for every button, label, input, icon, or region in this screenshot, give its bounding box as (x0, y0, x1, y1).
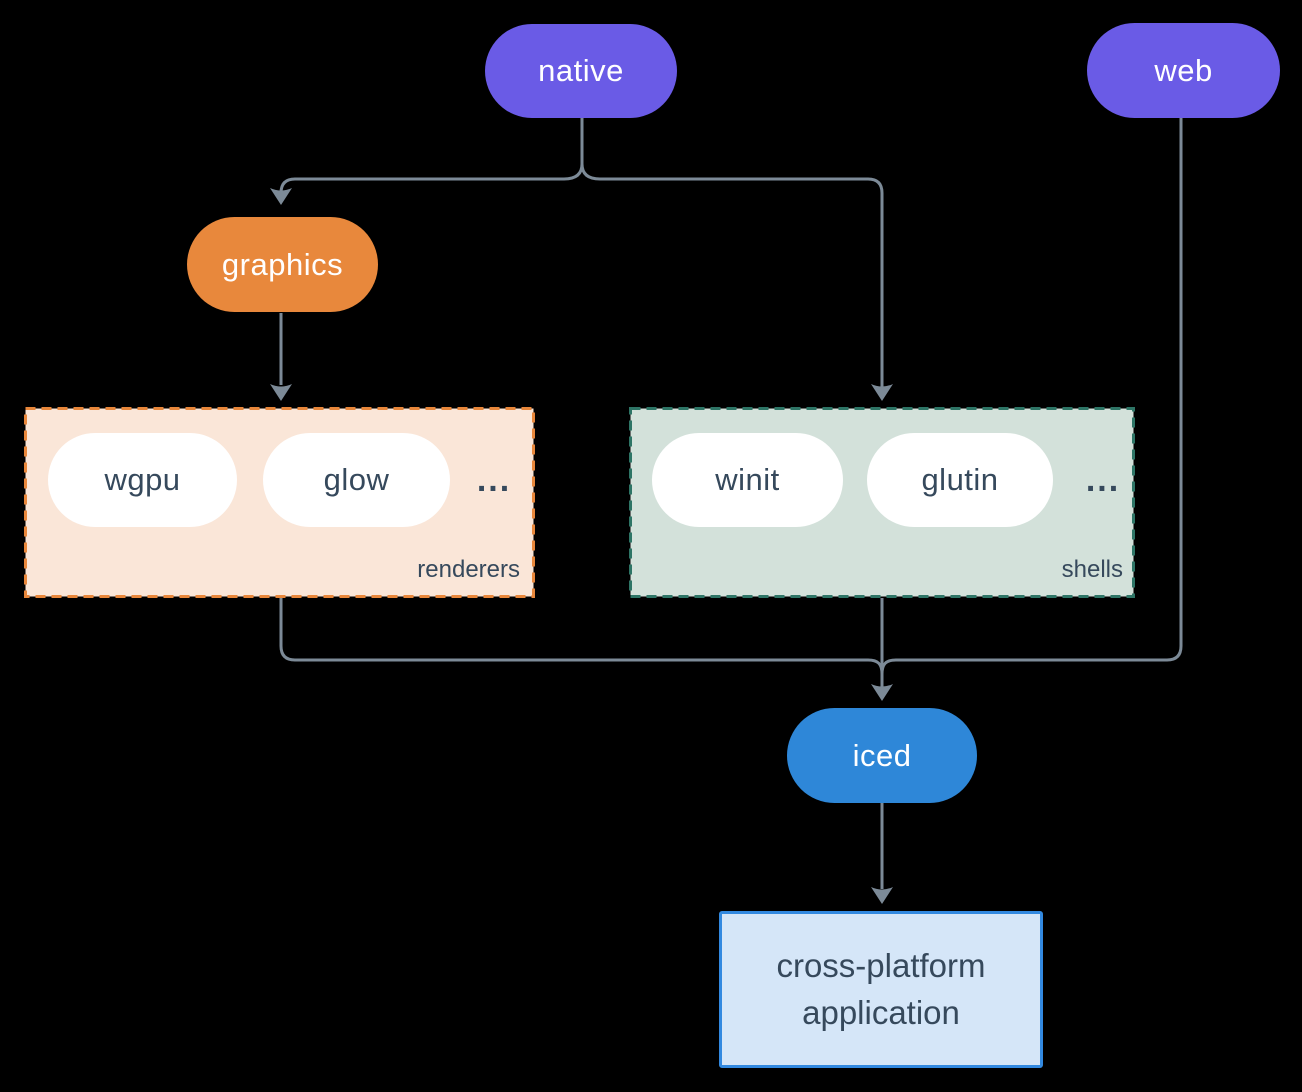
node-glow-label: glow (323, 462, 390, 497)
node-graphics-pill: graphics (187, 217, 378, 312)
node-wgpu-label: wgpu (104, 462, 181, 497)
node-glutin-label: glutin (921, 462, 999, 497)
node-web-pill: web (1087, 23, 1280, 118)
arrowhead-into-graphics (270, 188, 292, 205)
arrowhead-into-application (871, 887, 893, 904)
arrowhead-into-renderers (270, 384, 292, 401)
node-winit-pill: winit (652, 433, 843, 527)
arrowhead-into-shells (871, 384, 893, 401)
node-iced-pill: iced (787, 708, 977, 803)
shells-group-label: shells (1061, 556, 1123, 583)
application-label-line2: application (802, 993, 960, 1031)
node-native-pill: native (485, 24, 677, 118)
node-iced-label: iced (852, 737, 912, 773)
node-glow-pill: glow (263, 433, 450, 527)
application-label-line1: cross-platform (776, 946, 986, 984)
edge-native-to-shells (580, 163, 884, 387)
node-native-label: native (538, 53, 624, 88)
edge-renderers-to-iced (279, 598, 884, 675)
shells-ellipsis: ... (1085, 460, 1121, 499)
arrowhead-into-iced (871, 684, 893, 701)
node-winit-label: winit (715, 462, 780, 497)
edge-native-to-graphics (279, 163, 584, 194)
renderers-group-label: renderers (417, 556, 520, 583)
node-graphics-label: graphics (221, 246, 344, 282)
node-web-label: web (1154, 52, 1213, 88)
node-glutin-pill: glutin (867, 433, 1053, 527)
renderers-ellipsis: ... (476, 460, 512, 499)
node-cross-platform-application-box: cross-platform application (719, 911, 1043, 1068)
node-wgpu-pill: wgpu (48, 433, 237, 527)
